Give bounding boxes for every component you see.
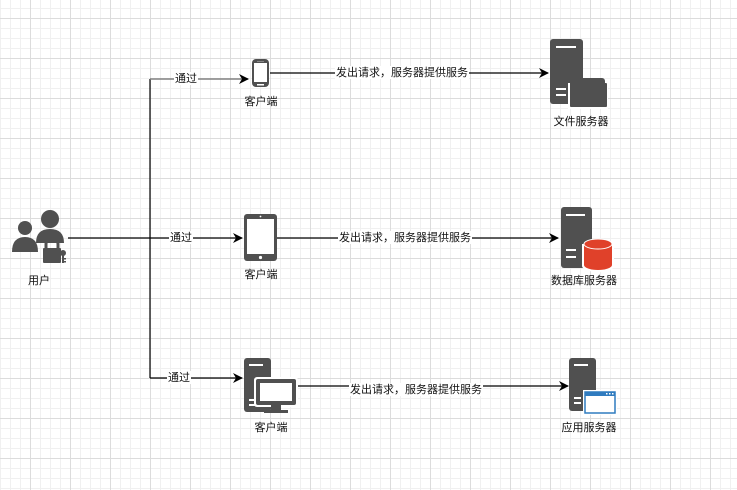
database-server-icon[interactable] <box>561 207 614 272</box>
via-label-2: 通过 <box>169 231 193 244</box>
user-group-lock-icon[interactable] <box>12 210 66 263</box>
user-label: 用户 <box>28 274 50 287</box>
request-label-1: 发出请求，服务器提供服务 <box>335 66 469 79</box>
file-server-icon[interactable] <box>550 39 608 109</box>
database-server-label: 数据库服务器 <box>551 274 617 287</box>
app-server-label: 应用服务器 <box>561 421 617 434</box>
via-label-3: 通过 <box>167 371 191 384</box>
client-label-2: 客户端 <box>244 268 278 281</box>
file-server-label: 文件服务器 <box>553 115 609 128</box>
desktop-computer-icon[interactable] <box>244 358 298 413</box>
request-label-3: 发出请求，服务器提供服务 <box>349 383 483 396</box>
via-label-1: 通过 <box>174 72 198 85</box>
tablet-icon[interactable] <box>244 214 277 261</box>
application-server-icon[interactable] <box>569 358 617 415</box>
mobile-phone-icon[interactable] <box>252 59 269 87</box>
client-label-3: 客户端 <box>254 421 288 434</box>
request-label-2: 发出请求，服务器提供服务 <box>338 231 472 244</box>
client-label-1: 客户端 <box>244 95 278 108</box>
